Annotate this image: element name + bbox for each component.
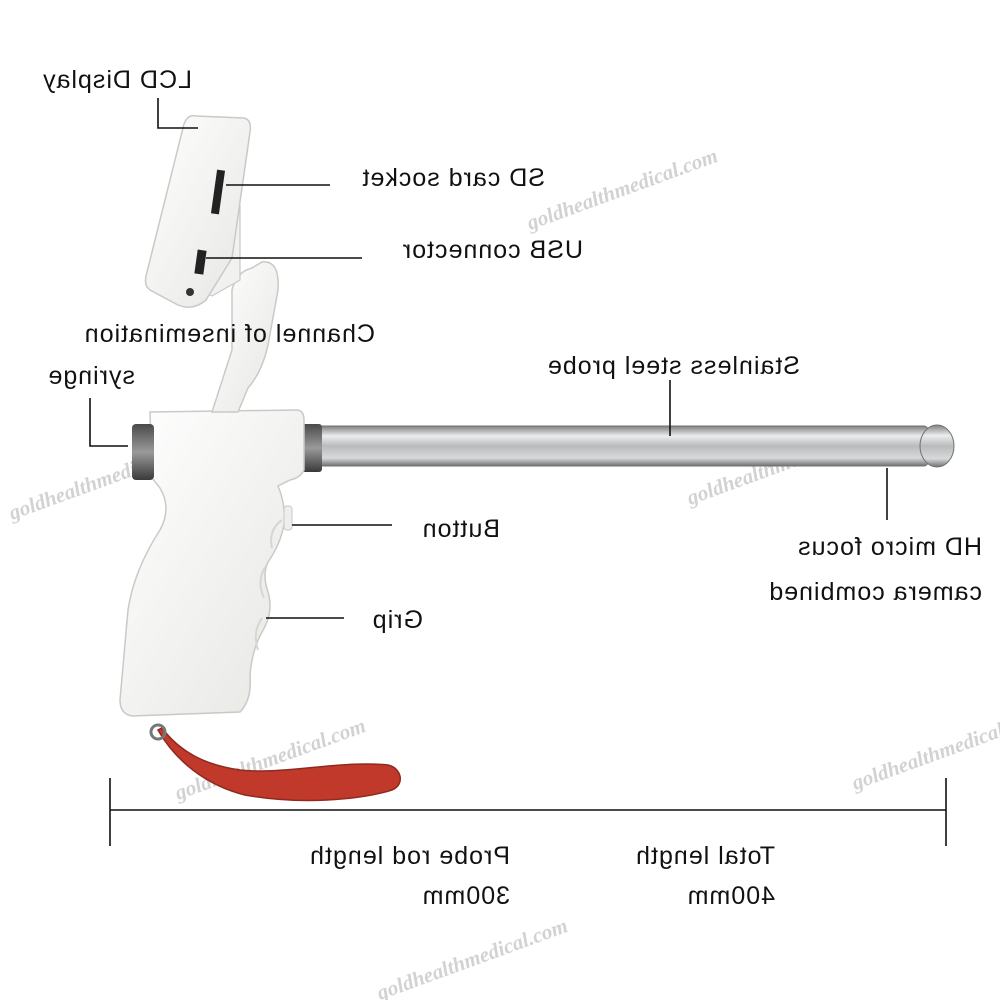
sd-card-slot-shape: [210, 169, 226, 215]
syringe-channel-ring-shape: [132, 424, 154, 480]
channel-leader: [89, 398, 128, 447]
usb-port-shape: [194, 249, 207, 275]
lcd-display-label: LCD Display: [42, 66, 192, 94]
callout-lines: [89, 98, 888, 619]
total-length-label: Total length: [635, 842, 775, 870]
usb-connector-label: USB connector: [402, 236, 583, 264]
stainless-probe-label: Stainless steel probe: [547, 352, 800, 380]
total-length-value: 400mm: [687, 882, 775, 910]
gun-body-shape: [119, 409, 305, 717]
dimension-line: [109, 778, 947, 846]
watermark-6: goldhealthmedical.com: [373, 913, 571, 1000]
probe-rod-length-label: Probe rod length: [309, 842, 510, 870]
button-shape: [283, 505, 293, 531]
device-illustration: [119, 114, 955, 802]
camera-label-line1: HD micro focus: [797, 533, 982, 561]
lcd-display-shape: [144, 114, 252, 308]
stainless-steel-probe-shape: [317, 425, 929, 467]
watermark-5: goldhealthmedical.com: [848, 703, 1000, 795]
watermark-1: goldhealthmedical.com: [523, 143, 721, 235]
lcd-display-leader: [157, 98, 198, 129]
strap-ring-shape: [149, 723, 167, 741]
button-label: Button: [422, 515, 500, 543]
camera-label-line2: camera combined: [768, 578, 982, 606]
wrist-strap-shape: [156, 727, 401, 802]
grip-finger-grooves: [254, 519, 283, 651]
grip-label: Grip: [372, 606, 423, 634]
sd-card-socket-label: SD card socket: [361, 164, 545, 192]
channel-label-line2: syringe: [47, 362, 135, 390]
probe-collar-shape: [302, 424, 322, 472]
display-indicator-shape: [186, 288, 194, 296]
callout-labels: LCD Display SD card socket USB connector…: [42, 66, 982, 910]
channel-label-line1: Channel of insemination: [84, 320, 375, 348]
camera-tip-shape: [919, 424, 955, 468]
probe-rod-length-value: 300mm: [422, 882, 510, 910]
